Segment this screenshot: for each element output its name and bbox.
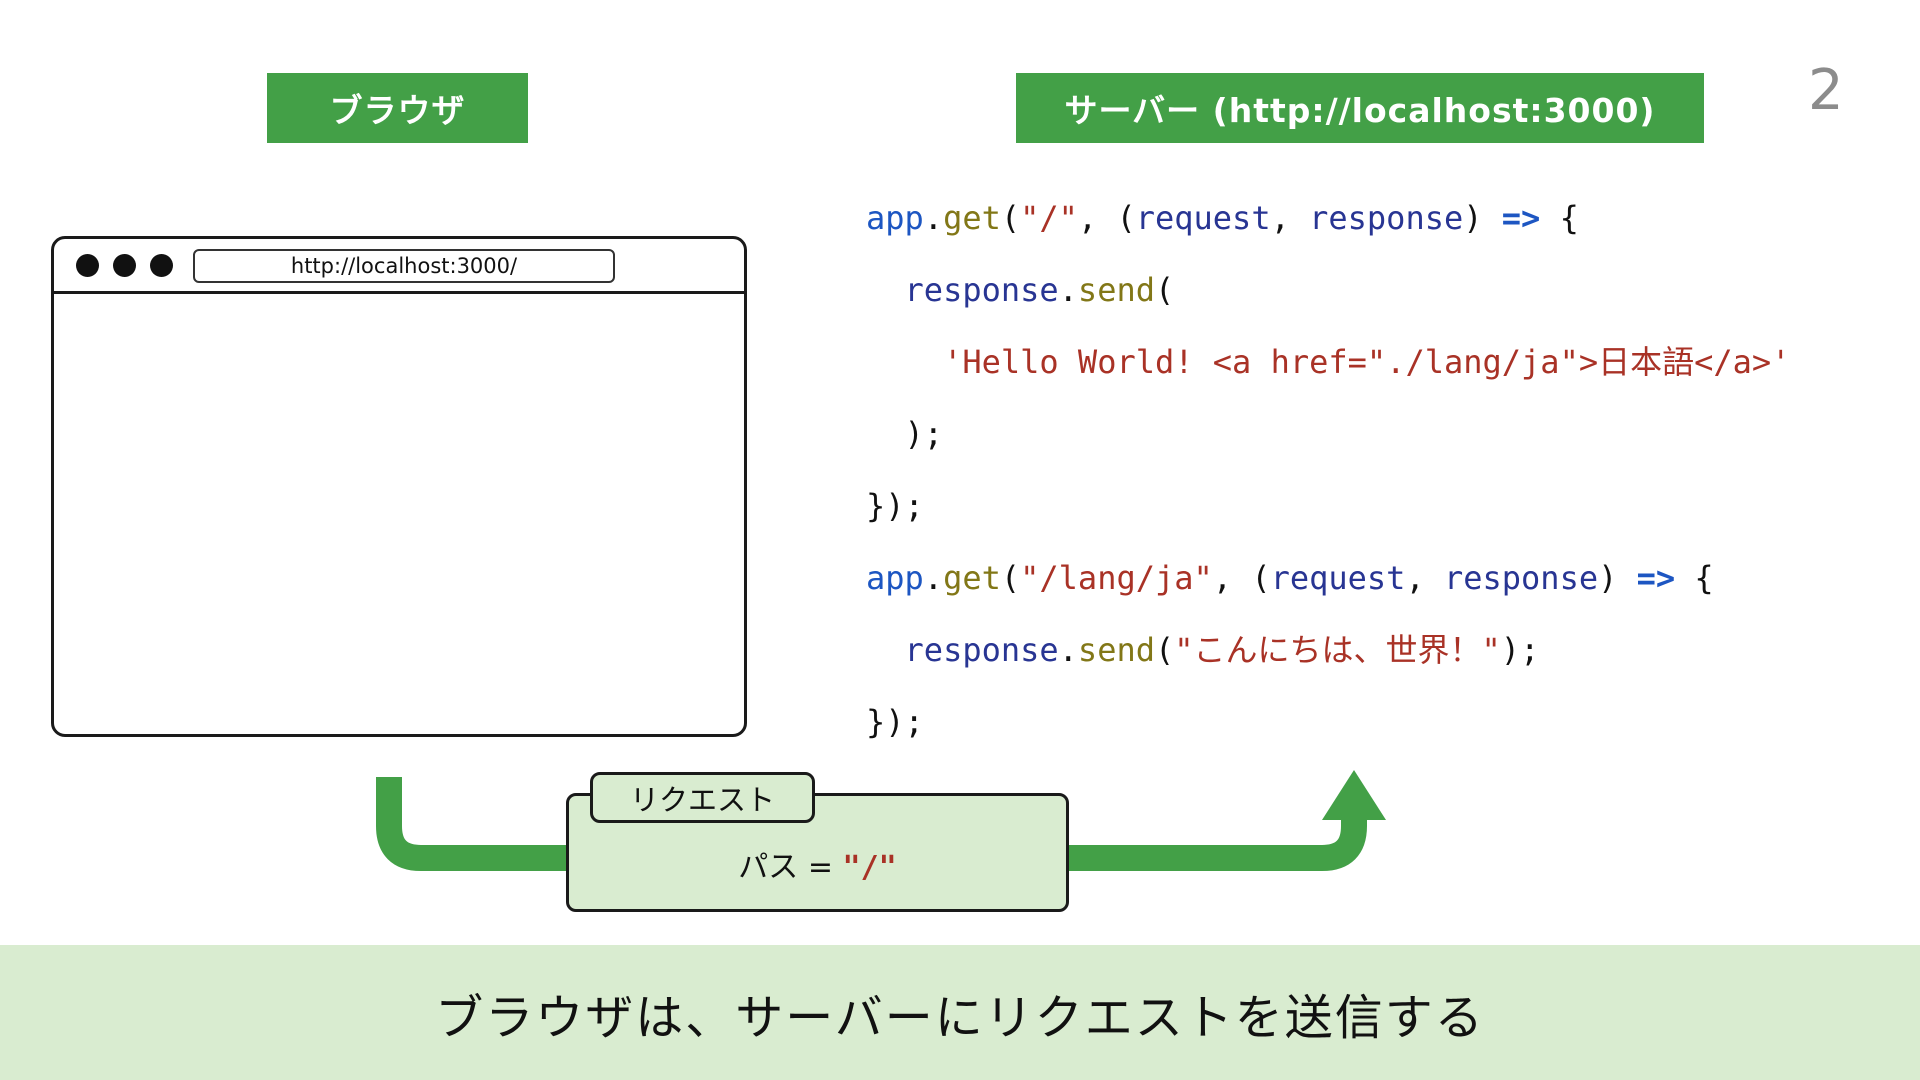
browser-titlebar: http://localhost:3000/	[54, 239, 744, 294]
code-token: .	[1058, 631, 1078, 669]
code-token: )	[1598, 559, 1637, 597]
code-token: ,	[1270, 199, 1310, 237]
code-line: response.send("こんにちは、世界！");	[866, 614, 1790, 686]
code-token: )	[1463, 199, 1502, 237]
code-token: .	[923, 559, 944, 597]
code-line: app.get("/", (request, response) => {	[866, 182, 1790, 254]
request-path: パス = "/"	[569, 842, 1066, 886]
browser-header-label: ブラウザ	[267, 73, 528, 143]
code-token: });	[866, 487, 924, 525]
code-token: response	[904, 631, 1059, 669]
code-token: get	[943, 199, 1001, 237]
code-token: app	[866, 559, 924, 597]
code-token: =>	[1636, 559, 1676, 597]
code-token: {	[1540, 199, 1579, 237]
window-dot-icon	[113, 253, 136, 277]
arrow-head	[1322, 770, 1386, 820]
code-token: "こんにちは、世界！"	[1174, 631, 1501, 669]
code-token: ,	[1405, 559, 1444, 597]
code-token: 'Hello World! <a href="./lang/ja">日本語</a…	[943, 343, 1791, 381]
window-dot-icon	[76, 253, 99, 277]
code-token: "/lang/ja"	[1020, 559, 1213, 597]
request-path-value: "/"	[842, 850, 897, 885]
code-token: {	[1675, 559, 1714, 597]
code-token: (	[1154, 631, 1175, 669]
request-title-badge: リクエスト	[590, 772, 815, 823]
code-token	[866, 271, 905, 309]
code-token: send	[1077, 631, 1155, 669]
caption-text: ブラウザは、サーバーにリクエストを送信する	[435, 989, 1485, 1046]
server-header-label: サーバー (http://localhost:3000)	[1016, 73, 1704, 143]
code-block: app.get("/", (request, response) => { re…	[866, 182, 1790, 758]
browser-content-area	[54, 294, 744, 737]
code-line: );	[866, 398, 1790, 470]
code-line: app.get("/lang/ja", (request, response) …	[866, 542, 1790, 614]
request-path-label: パス =	[738, 850, 843, 885]
code-token: app	[866, 199, 924, 237]
code-token: =>	[1501, 199, 1541, 237]
code-line: response.send(	[866, 254, 1790, 326]
code-token: );	[1500, 631, 1540, 669]
code-line: 'Hello World! <a href="./lang/ja">日本語</a…	[866, 326, 1790, 398]
code-token: (	[1154, 271, 1175, 309]
code-token: , (	[1212, 559, 1271, 597]
code-token: response	[1309, 199, 1464, 237]
code-token: , (	[1077, 199, 1136, 237]
caption-bar: ブラウザは、サーバーにリクエストを送信する	[0, 945, 1920, 1080]
code-token: request	[1135, 199, 1271, 237]
url-text: http://localhost:3000/	[290, 254, 518, 278]
code-token: .	[923, 199, 944, 237]
code-line: });	[866, 470, 1790, 542]
url-bar: http://localhost:3000/	[193, 249, 615, 283]
page-number: 2	[1808, 58, 1844, 123]
code-token: "/"	[1020, 199, 1078, 237]
code-token: );	[866, 415, 944, 453]
code-token: (	[1000, 559, 1021, 597]
code-token: get	[943, 559, 1001, 597]
window-dot-icon	[150, 253, 173, 277]
code-line: });	[866, 686, 1790, 758]
browser-window: http://localhost:3000/	[51, 236, 747, 737]
code-token: });	[866, 703, 924, 741]
code-token	[866, 343, 943, 381]
code-token: request	[1270, 559, 1406, 597]
code-token: response	[1443, 559, 1599, 597]
code-token	[866, 631, 905, 669]
code-token: .	[1058, 271, 1078, 309]
code-token: response	[904, 271, 1059, 309]
code-token: send	[1077, 271, 1155, 309]
code-token: (	[1000, 199, 1021, 237]
